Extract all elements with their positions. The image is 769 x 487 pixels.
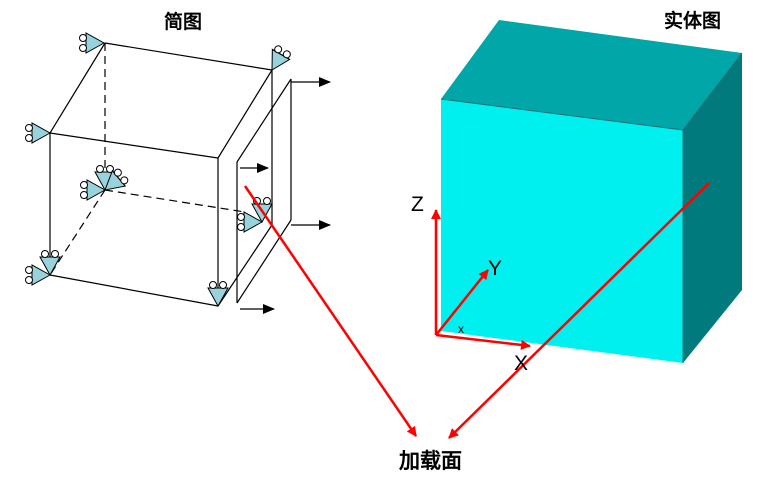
- right-title: 实体图: [664, 9, 721, 32]
- load-arrows: [240, 77, 331, 314]
- axis-label-z: Z: [411, 193, 424, 216]
- roller-supports: [25, 32, 294, 307]
- load-face-label: 加载面: [398, 449, 462, 473]
- cube-side-face: [683, 53, 742, 363]
- load-face-pointers: [243, 182, 710, 439]
- cube-top-face: [441, 20, 742, 130]
- axis-label-x: X: [514, 352, 528, 375]
- axis-label-x-small: x: [458, 322, 464, 336]
- axis-label-y: Y: [488, 257, 502, 280]
- wireframe-cube: [49, 42, 292, 307]
- left-title: 简图: [164, 10, 202, 33]
- solid-cube: [440, 20, 743, 363]
- cube-front-face: [441, 99, 683, 363]
- coordinate-axes: [431, 209, 531, 350]
